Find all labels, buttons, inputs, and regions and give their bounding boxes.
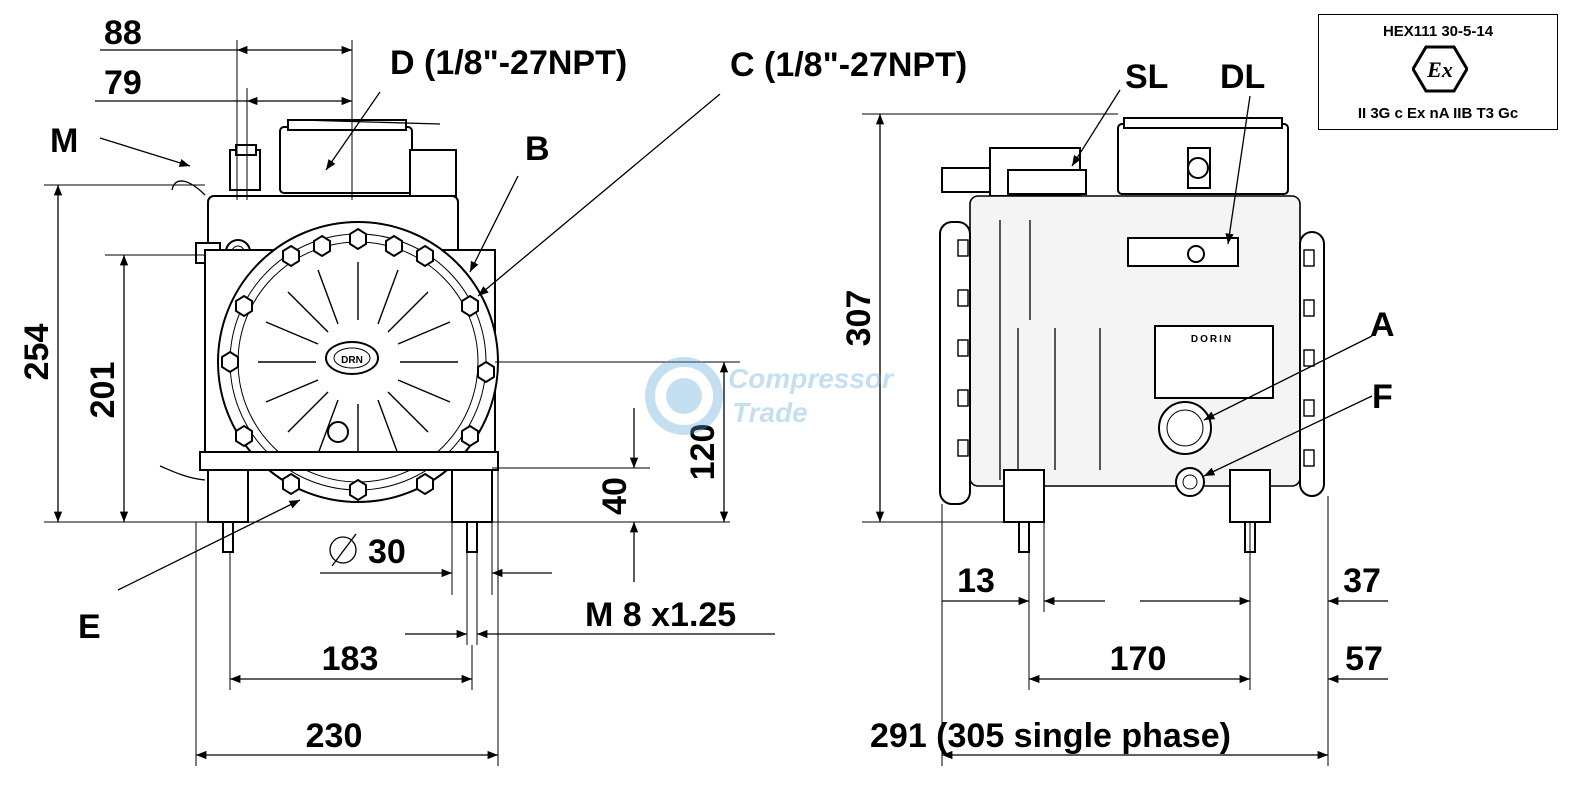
label-f: F (1372, 378, 1393, 416)
atex-marking: II 3G c Ex nA IIB T3 Gc (1357, 105, 1519, 122)
dim-291: 291 (305 single phase) (870, 717, 1231, 755)
atex-certification-box: HEX111 30-5-14 Ex II 3G c Ex nA IIB T3 G… (1318, 14, 1558, 130)
callout-labels: M D (1/8"-27NPT) C (1/8"-27NPT) B E SL D… (50, 44, 1395, 646)
dim-170: 170 (1110, 640, 1167, 678)
end-cover-bolts (221, 227, 495, 502)
dimension-texts: 88 79 254 201 120 40 30 M 8 x1.25 183 23… (18, 14, 1383, 755)
certificate-code: HEX111 30-5-14 (1382, 23, 1494, 40)
label-m: M (50, 122, 78, 160)
watermark-line2: Trade (732, 397, 808, 428)
dim-120: 120 (684, 424, 722, 481)
dim-254: 254 (18, 324, 56, 381)
watermark-globe-icon (645, 357, 723, 435)
diameter-symbol (329, 533, 357, 567)
side-dimension-lines (862, 113, 1388, 766)
side-view: DORIN (939, 117, 1325, 553)
label-sl: SL (1125, 58, 1168, 96)
dim-307: 307 (840, 290, 878, 347)
ex-hexagon-icon: Ex (1412, 45, 1468, 93)
dim-88: 88 (104, 14, 142, 52)
nameplate-text: DORIN (1191, 334, 1233, 345)
dim-79: 79 (104, 64, 142, 102)
dim-13: 13 (957, 562, 995, 600)
label-c: C (1/8"-27NPT) (730, 46, 967, 84)
dim-201: 201 (84, 362, 122, 419)
end-cover-ribs (258, 262, 458, 462)
dim-thread: M 8 x1.25 (585, 596, 736, 634)
dim-183: 183 (322, 640, 379, 678)
dim-40: 40 (596, 477, 634, 515)
leader-lines (99, 89, 1373, 591)
dim-37: 37 (1343, 562, 1381, 600)
label-a: A (1370, 306, 1395, 344)
label-e: E (78, 608, 101, 646)
svg-text:DRN: DRN (341, 355, 363, 366)
label-b: B (525, 130, 550, 168)
dim-57: 57 (1345, 640, 1383, 678)
label-d: D (1/8"-27NPT) (390, 44, 627, 82)
front-dimension-lines (44, 40, 775, 766)
watermark: Compressor Trade (640, 352, 940, 442)
front-view: DRN (159, 119, 499, 553)
watermark-line1: Compressor (728, 363, 895, 394)
dim-dia30: 30 (368, 533, 406, 571)
dim-230: 230 (306, 717, 363, 755)
label-dl: DL (1220, 58, 1265, 96)
ex-mark: Ex (1426, 57, 1453, 82)
